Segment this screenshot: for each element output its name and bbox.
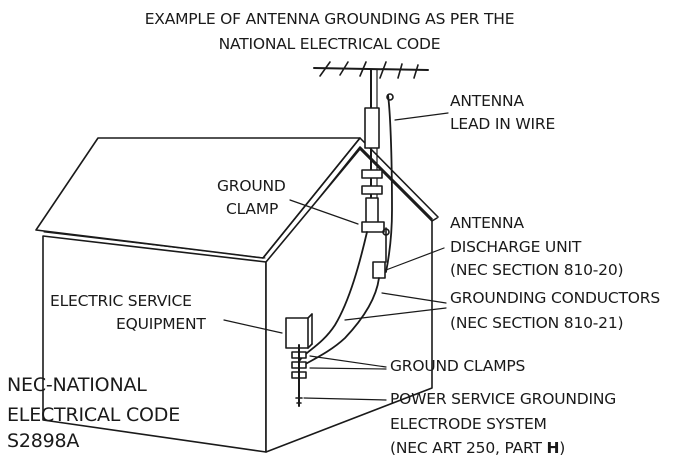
leader-ground-clamp [289,199,359,225]
leader-antenna-lead [394,112,449,121]
label-nec-art-close: ) [559,439,566,457]
label-power-service: POWER SERVICE GROUNDING [390,390,617,408]
label-electric-service: ELECTRIC SERVICE [50,292,192,310]
label-discharge-unit: DISCHARGE UNIT [450,238,582,256]
leader-power-service [303,397,387,401]
footer-code-number: S2898A [7,430,80,452]
antenna-boom [313,67,429,71]
label-grounding-section: (NEC SECTION 810-21) [450,314,624,332]
label-discharge-antenna: ANTENNA [450,214,524,232]
antenna-discharge-unit [372,261,386,279]
label-nec-art: (NEC ART 250, PART H) [390,439,565,458]
leader-grounding-2 [344,307,447,321]
label-nec-art-part: H [546,439,560,457]
house-gable-wall [265,148,433,453]
label-nec-art-text: (NEC ART 250, PART [390,439,547,457]
footer-nec-national: NEC-NATIONAL [7,374,147,396]
leader-discharge-unit [385,247,445,271]
label-ground-clamps: GROUND CLAMPS [390,357,526,375]
label-antenna: ANTENNA [450,92,524,110]
label-equipment: EQUIPMENT [116,315,206,333]
roof-gable-edge [262,137,439,259]
label-lead-in-wire: LEAD IN WIRE [450,115,556,133]
ground-clamp-mast [361,221,385,233]
label-discharge-section: (NEC SECTION 810-20) [450,261,624,279]
grounding-conductor-discharge [301,277,380,367]
electric-service-box [285,317,309,349]
diagram-title-line2: NATIONAL ELECTRICAL CODE [218,35,441,53]
grounding-conductor-mast [299,231,368,361]
label-ground: GROUND [217,177,286,195]
label-grounding-conductors: GROUNDING CONDUCTORS [450,289,660,307]
leader-electric-service [223,319,283,334]
footer-electrical-code: ELECTRICAL CODE [7,404,181,426]
diagram-title-line1: EXAMPLE OF ANTENNA GROUNDING AS PER THE [144,10,515,28]
label-electrode-system: ELECTRODE SYSTEM [390,415,547,433]
leader-ground-clamps-2 [309,367,387,370]
leader-grounding-1 [381,292,447,304]
leader-ground-clamps-1 [309,355,387,368]
antenna-lead-wire [385,94,393,273]
label-clamp: CLAMP [226,200,279,218]
